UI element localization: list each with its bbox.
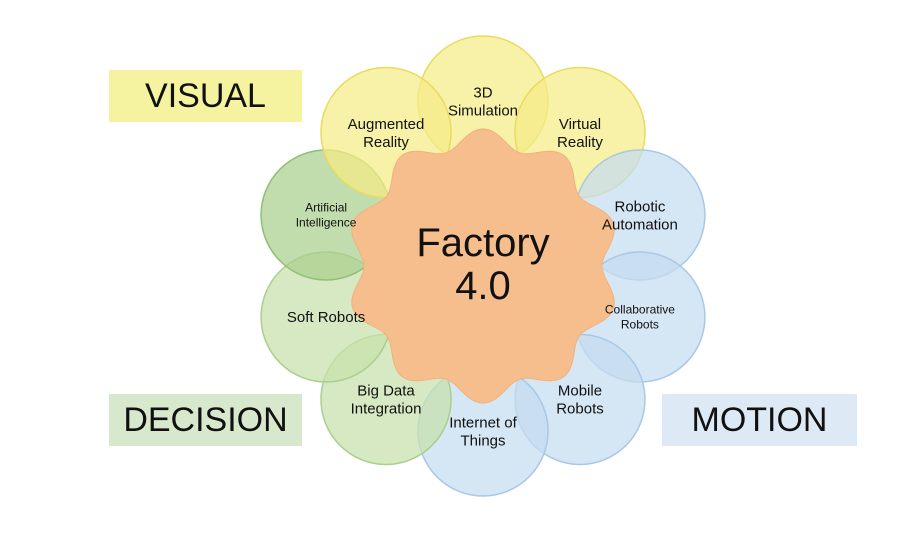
node-label-line: Robotic [614, 198, 665, 215]
node-label-line: Integration [351, 401, 422, 418]
center-title-line1: Factory [416, 221, 549, 265]
node-label-soft-robots: Soft Robots [287, 309, 365, 326]
node-label-line: Mobile [558, 383, 602, 400]
center-hub [351, 128, 615, 404]
node-label-line: Collaborative [605, 303, 675, 317]
node-label-line: Augmented [348, 116, 425, 133]
node-label-line: Robots [556, 401, 604, 418]
node-label-line: Intelligence [296, 216, 357, 230]
node-label-line: Reality [363, 134, 409, 151]
node-label-line: Virtual [559, 116, 601, 133]
node-label-line: Big Data [357, 383, 415, 400]
node-label-line: Artificial [305, 201, 347, 215]
node-label-line: Simulation [448, 102, 518, 119]
node-label-line: Reality [557, 134, 603, 151]
category-decision: DECISION [109, 394, 302, 446]
node-label-line: 3D [473, 84, 492, 101]
node-label-line: Soft Robots [287, 309, 365, 326]
node-label-line: Internet of [449, 414, 517, 431]
node-label-line: Robots [621, 318, 659, 332]
category-motion: MOTION [662, 394, 857, 446]
category-visual: VISUAL [109, 70, 302, 122]
center-title-line2: 4.0 [455, 264, 511, 308]
node-label-line: Things [460, 432, 505, 449]
node-label-line: Automation [602, 216, 678, 233]
